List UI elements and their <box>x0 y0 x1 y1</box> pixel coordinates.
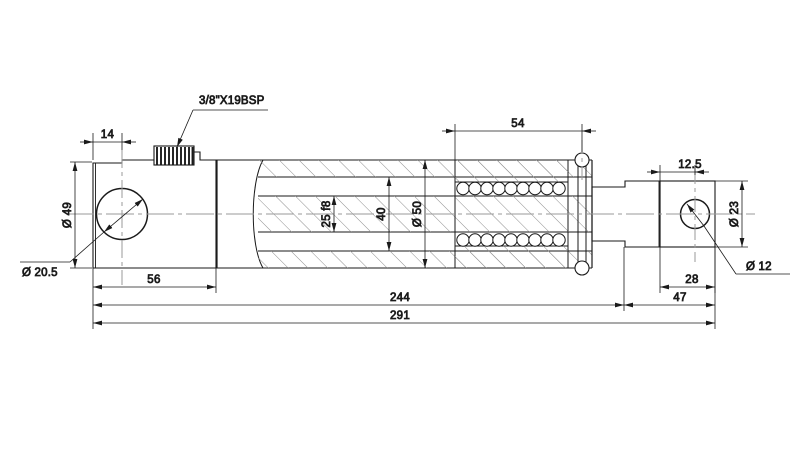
label-d20-5-text: Ø 20.5 <box>22 267 58 279</box>
label-port-thread-text: 3/8"X19BSP <box>199 95 265 107</box>
dim-d23-text: Ø 23 <box>729 201 741 227</box>
label-d12-text: Ø 12 <box>746 261 772 273</box>
dim-left-end-to-center: 14 <box>80 129 136 160</box>
left-head-block <box>92 151 217 269</box>
dim-head-length: 56 <box>92 268 217 293</box>
gland-end-cap <box>574 152 593 276</box>
dimension-annotations: 14 Ø 49 Ø 20.5 3/8"X19BSP 25 f8 <box>20 95 790 329</box>
leader-left-pin-bore: Ø 20.5 <box>20 198 144 279</box>
dim-54-text: 54 <box>511 118 525 130</box>
dim-47-text: 47 <box>673 292 686 304</box>
dim-56-text: 56 <box>147 274 160 286</box>
cylinder-geometry <box>92 145 716 276</box>
leader-port-thread: 3/8"X19BSP <box>176 95 268 148</box>
dim-14-text: 14 <box>101 129 115 141</box>
dim-rod-eye-total: 47 <box>624 292 715 308</box>
dim-overall-length: 291 <box>92 247 716 329</box>
dim-rod-eye-offset: 12.5 <box>647 159 709 181</box>
piston-seal-balls-top <box>456 181 566 196</box>
dim-bore-diameter: Ø 50 <box>412 160 428 268</box>
leader-right-pin-bore: Ø 12 <box>686 203 790 275</box>
dim-12-5-text: 12.5 <box>678 159 702 171</box>
dim-291-text: 291 <box>390 310 410 322</box>
dim-28-text: 28 <box>685 274 698 286</box>
piston-seal-balls-bottom <box>456 233 566 247</box>
dim-244-text: 244 <box>390 292 410 304</box>
port-thread-block <box>153 145 195 166</box>
dim-25f8-text: 25 f8 <box>321 200 333 227</box>
dim-40-text: 40 <box>376 207 388 220</box>
dim-stroke-body: 244 <box>92 247 625 311</box>
dim-piston-length: 54 <box>442 118 596 160</box>
dim-head-diameter: Ø 49 <box>62 161 92 269</box>
dim-d49-text: Ø 49 <box>62 202 74 228</box>
dim-rod-diameter: 25 f8 <box>321 196 337 232</box>
piston-assembly <box>454 160 569 268</box>
dim-piston-inner: 40 <box>376 177 392 251</box>
dim-d50-text: Ø 50 <box>412 201 424 227</box>
dim-rod-eye-diameter: Ø 23 <box>715 180 748 248</box>
dim-rod-eye-center: 28 <box>659 247 716 293</box>
